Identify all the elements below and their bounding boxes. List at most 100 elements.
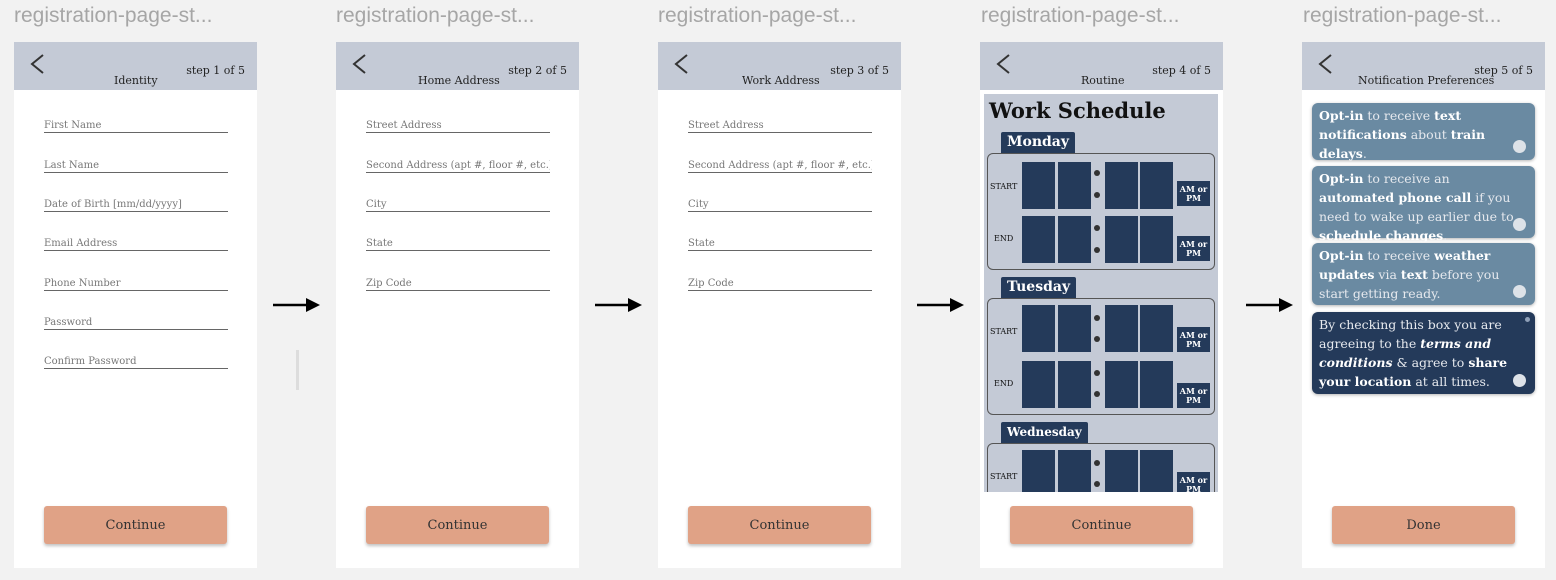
frame-title: registration-page-st...	[336, 4, 535, 27]
opt-in-checkbox[interactable]	[1513, 218, 1526, 231]
start-minute-tens[interactable]	[1105, 450, 1138, 492]
first-name-field[interactable]: First Name	[44, 120, 228, 133]
city-field[interactable]: City	[366, 199, 550, 212]
chevron-left-icon[interactable]	[672, 52, 690, 76]
end-minute-tens[interactable]	[1105, 216, 1138, 263]
terms-agreement-card[interactable]: By checking this box you are agreeing to…	[1312, 312, 1535, 394]
start-minute-tens[interactable]	[1105, 162, 1138, 209]
continue-button[interactable]: Continue	[688, 506, 871, 544]
colon-dot	[1094, 225, 1100, 231]
end-minute-ones[interactable]	[1140, 216, 1173, 263]
schedule-title: Work Schedule	[989, 98, 1166, 123]
page-title: Work Address	[742, 74, 820, 87]
street-address-field[interactable]: Street Address	[688, 120, 872, 133]
step-indicator: step 2 of 5	[508, 64, 567, 77]
opt-in-checkbox[interactable]	[1513, 140, 1526, 153]
start-minute-tens[interactable]	[1105, 305, 1138, 352]
start-hour-tens[interactable]	[1022, 162, 1055, 209]
arrow-right-icon	[917, 298, 964, 312]
confirm-password-field[interactable]: Confirm Password	[44, 356, 228, 369]
done-button[interactable]: Done	[1332, 506, 1515, 544]
date-of-birth-field[interactable]: Date of Birth [mm/dd/yyyy]	[44, 199, 228, 212]
city-field[interactable]: City	[688, 199, 872, 212]
colon-dot	[1094, 391, 1100, 397]
end-label: END	[994, 379, 1014, 388]
step-indicator: step 5 of 5	[1474, 64, 1533, 77]
header: step 4 of 5 Routine	[980, 42, 1223, 90]
second-address-field[interactable]: Second Address (apt #, floor #, etc.)	[688, 160, 872, 173]
colon-dot	[1094, 192, 1100, 198]
password-field[interactable]: Password	[44, 317, 228, 330]
last-name-field[interactable]: Last Name	[44, 160, 228, 173]
street-address-field[interactable]: Street Address	[366, 120, 550, 133]
chevron-left-icon[interactable]	[350, 52, 368, 76]
start-hour-tens[interactable]	[1022, 450, 1055, 492]
continue-button[interactable]: Continue	[44, 506, 227, 544]
end-hour-tens[interactable]	[1022, 361, 1055, 408]
chevron-left-icon[interactable]	[1316, 52, 1334, 76]
page-title: Notification Preferences	[1358, 74, 1495, 87]
opt-in-weather-updates-card[interactable]: Opt-in to receive weather updates via te…	[1312, 243, 1535, 305]
header: step 2 of 5 Home Address	[336, 42, 579, 90]
frame-title: registration-page-st...	[14, 4, 213, 27]
page-title: Home Address	[418, 74, 500, 87]
opt-in-checkbox[interactable]	[1513, 285, 1526, 298]
terms-checkbox[interactable]	[1513, 374, 1526, 387]
continue-button[interactable]: Continue	[366, 506, 549, 544]
start-label: START	[990, 472, 1018, 481]
end-hour-ones[interactable]	[1058, 216, 1091, 263]
chevron-left-icon[interactable]	[994, 52, 1012, 76]
colon-dot	[1094, 481, 1100, 487]
notification-preferences-screen: step 5 of 5 Notification Preferences Opt…	[1302, 42, 1545, 568]
step-indicator: step 4 of 5	[1152, 64, 1211, 77]
step-indicator: step 1 of 5	[186, 64, 245, 77]
colon-dot	[1094, 315, 1100, 321]
colon-dot	[1094, 170, 1100, 176]
frame-title: registration-page-st...	[1303, 4, 1502, 27]
colon-dot	[1094, 460, 1100, 466]
email-field[interactable]: Email Address	[44, 238, 228, 251]
start-minute-ones[interactable]	[1140, 450, 1173, 492]
frame-title: registration-page-st...	[658, 4, 857, 27]
page-title: Identity	[114, 74, 158, 87]
scroll-indicator	[296, 350, 299, 390]
header: step 3 of 5 Work Address	[658, 42, 901, 90]
phone-field[interactable]: Phone Number	[44, 278, 228, 291]
state-field[interactable]: State	[688, 238, 872, 251]
page-title: Routine	[1081, 74, 1125, 87]
continue-button[interactable]: Continue	[1010, 506, 1193, 544]
start-hour-tens[interactable]	[1022, 305, 1055, 352]
home-address-screen: step 2 of 5 Home Address Street Address …	[336, 42, 579, 568]
start-label: START	[990, 327, 1018, 336]
zip-code-field[interactable]: Zip Code	[366, 278, 550, 291]
start-hour-ones[interactable]	[1058, 450, 1091, 492]
arrow-right-icon	[1246, 298, 1293, 312]
start-hour-ones[interactable]	[1058, 162, 1091, 209]
required-indicator	[1525, 317, 1530, 322]
end-hour-ones[interactable]	[1058, 361, 1091, 408]
end-label: END	[994, 234, 1014, 243]
end-hour-tens[interactable]	[1022, 216, 1055, 263]
routine-screen: step 4 of 5 Routine Work Schedule Monday…	[980, 42, 1223, 568]
second-address-field[interactable]: Second Address (apt #, floor #, etc.)	[366, 160, 550, 173]
opt-in-phone-call-card[interactable]: Opt-in to receive an automated phone cal…	[1312, 166, 1535, 243]
chevron-left-icon[interactable]	[28, 52, 46, 76]
step-indicator: step 3 of 5	[830, 64, 889, 77]
start-minute-ones[interactable]	[1140, 162, 1173, 209]
start-hour-ones[interactable]	[1058, 305, 1091, 352]
opt-in-train-delays-card[interactable]: Opt-in to receive text notifications abo…	[1312, 103, 1535, 161]
header: step 1 of 5 Identity	[14, 42, 257, 90]
zip-code-field[interactable]: Zip Code	[688, 278, 872, 291]
state-field[interactable]: State	[366, 238, 550, 251]
start-minute-ones[interactable]	[1140, 305, 1173, 352]
end-minute-ones[interactable]	[1140, 361, 1173, 408]
end-minute-tens[interactable]	[1105, 361, 1138, 408]
